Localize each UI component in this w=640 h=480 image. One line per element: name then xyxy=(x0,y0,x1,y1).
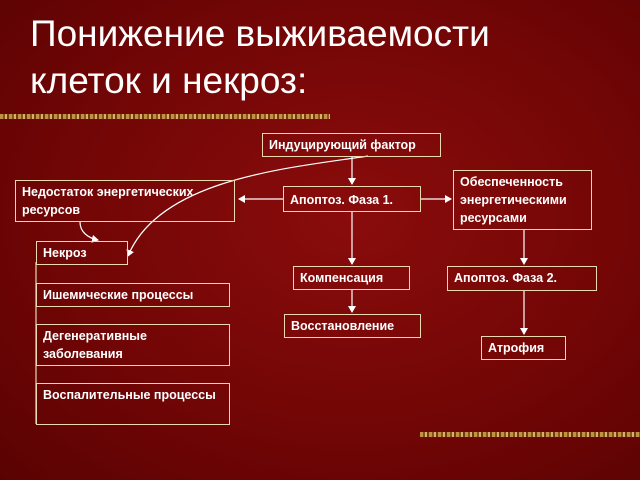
label-atrophy: Атрофия xyxy=(488,341,545,355)
label-inflammatory: Воспалительные процессы xyxy=(43,388,216,402)
title-line-2: клеток и некроз: xyxy=(30,60,308,101)
box-compensation: Компенсация xyxy=(293,266,410,290)
label-degenerative: Дегенеративные заболевания xyxy=(43,329,147,361)
box-inflammatory: Воспалительные процессы xyxy=(36,383,230,425)
decorative-bar-bottom xyxy=(420,432,640,437)
box-ischemic: Ишемические процессы xyxy=(36,283,230,307)
box-degenerative: Дегенеративные заболевания xyxy=(36,324,230,366)
label-necrosis: Некроз xyxy=(43,246,87,260)
box-recovery: Восстановление xyxy=(284,314,421,338)
decorative-bar-top xyxy=(0,114,330,119)
arrow-deficit-to-necrosis xyxy=(79,221,99,243)
box-apoptosis-phase1: Апоптоз. Фаза 1. xyxy=(283,186,421,212)
box-apoptosis-phase2: Апоптоз. Фаза 2. xyxy=(447,266,597,291)
label-energy-deficit: Недостаток энергетических ресурсов xyxy=(22,185,194,217)
box-necrosis: Некроз xyxy=(36,241,128,265)
box-inducing-factor: Индуцирующий фактор xyxy=(262,133,441,157)
label-inducing-factor: Индуцирующий фактор xyxy=(269,138,416,152)
label-recovery: Восстановление xyxy=(291,319,395,333)
label-apoptosis-phase2: Апоптоз. Фаза 2. xyxy=(454,271,558,285)
label-ischemic: Ишемические процессы xyxy=(43,288,194,302)
box-energy-provided: Обеспеченность энергетическими ресурсами xyxy=(453,170,592,230)
slide-title: Понижение выживаемости клеток и некроз: xyxy=(30,10,590,104)
box-energy-deficit: Недостаток энергетических ресурсов xyxy=(15,180,235,222)
label-energy-provided: Обеспеченность энергетическими ресурсами xyxy=(460,175,567,225)
label-apoptosis-phase1: Апоптоз. Фаза 1. xyxy=(290,193,394,207)
box-atrophy: Атрофия xyxy=(481,336,566,360)
title-line-1: Понижение выживаемости xyxy=(30,13,490,54)
label-compensation: Компенсация xyxy=(300,271,384,285)
